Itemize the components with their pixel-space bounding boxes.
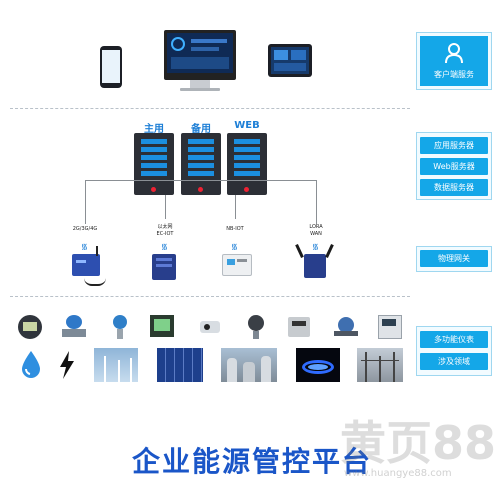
wind-turbine-scene	[94, 348, 138, 382]
gateway-label-cellular: 2G/3G/4G	[72, 226, 98, 232]
flow-meter	[62, 315, 86, 339]
water-meter	[334, 315, 358, 339]
instruments-button[interactable]: 多功能仪表	[420, 331, 488, 348]
camera-icon	[200, 315, 224, 339]
client-service-panel[interactable]: 客户端服务	[420, 36, 488, 86]
lightning-icon	[60, 351, 74, 379]
tablet-icon	[268, 44, 312, 77]
cellular-gateway-cable	[84, 278, 106, 286]
wifi-icon: ᯾	[231, 242, 238, 251]
gas-flame-scene	[296, 348, 340, 382]
connector-drop-4	[316, 180, 317, 224]
client-service-label: 客户端服务	[434, 70, 474, 79]
connector-drop-2	[165, 195, 166, 219]
industrial-plant-scene	[221, 348, 277, 382]
gateway-label-nbiot: NB-IOT	[226, 226, 244, 232]
round-meter	[18, 315, 42, 339]
gas-meter	[288, 315, 312, 339]
web-server-button[interactable]: Web服务器	[420, 158, 488, 175]
gas-sensor	[244, 315, 268, 339]
monitor-icon	[164, 30, 236, 80]
din-rail-meter	[378, 315, 402, 339]
pressure-transmitter	[108, 315, 132, 339]
data-server-button[interactable]: 数据服务器	[420, 179, 488, 196]
wifi-icon: ᯾	[312, 242, 319, 251]
phone-icon	[100, 46, 122, 88]
monitor-base	[180, 88, 220, 91]
water-drop-icon	[22, 351, 40, 378]
lora-gateway	[295, 244, 334, 278]
solar-panel-scene	[157, 348, 203, 382]
server-label-primary: 主用	[144, 124, 164, 135]
watermark-url: www.huangye88.com	[344, 468, 452, 479]
server-label-backup: 备用	[191, 124, 211, 135]
monitor-stand	[190, 80, 210, 88]
substation-scene	[357, 348, 403, 382]
ethernet-gateway	[152, 254, 176, 280]
connector-drop-3	[235, 195, 236, 219]
web-server	[227, 133, 267, 195]
primary-server	[134, 133, 174, 195]
watermark-logo: 黄页88	[340, 416, 497, 470]
divider-top	[10, 108, 410, 109]
domains-button[interactable]: 涉及领域	[420, 353, 488, 370]
divider-middle	[10, 296, 410, 297]
app-server-button[interactable]: 应用服务器	[420, 137, 488, 154]
backup-server	[181, 133, 221, 195]
page-title: 企业能源管控平台	[132, 445, 373, 478]
nbiot-gateway	[222, 254, 252, 276]
cellular-gateway	[72, 246, 100, 276]
gateway-button[interactable]: 物理网关	[420, 250, 488, 267]
wifi-icon: ᯾	[161, 242, 168, 251]
connector-drop-1	[85, 180, 86, 224]
connector-horizontal	[85, 180, 317, 181]
wifi-icon: ᯾	[81, 242, 88, 251]
server-label-web: WEB	[234, 120, 260, 131]
panel-meter	[150, 315, 174, 339]
user-icon	[445, 43, 463, 64]
